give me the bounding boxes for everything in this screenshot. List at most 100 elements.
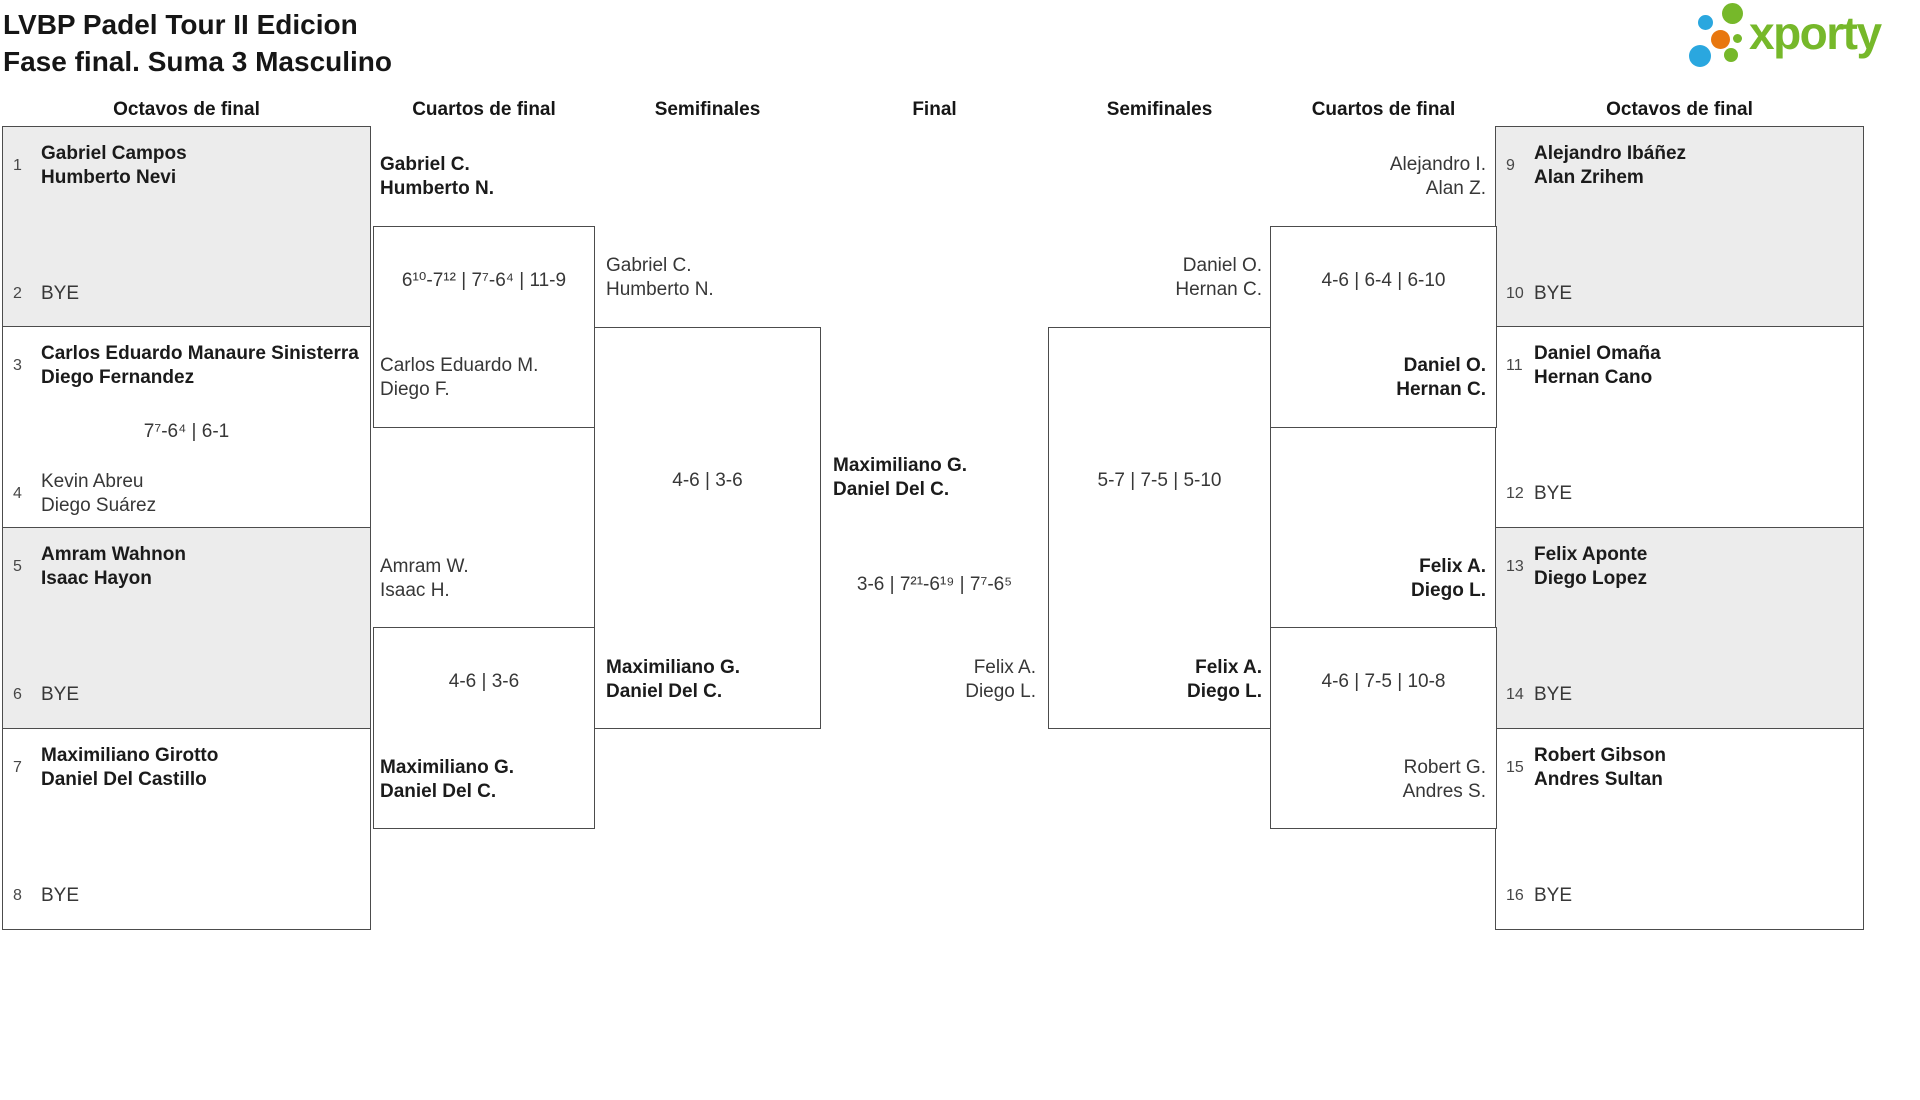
player-name: BYE	[41, 885, 80, 906]
seed-number: 1	[13, 157, 22, 174]
page-title: LVBP Padel Tour II Edicion Fase final. S…	[3, 6, 392, 80]
match-score-qf-l1: 6¹⁰-7¹² | 7⁷-6⁴ | 11-9	[401, 270, 567, 291]
xporty-logo[interactable]: xporty	[1689, 0, 1917, 78]
player-name: Amram Wahnon	[41, 544, 186, 565]
seed-number: 5	[13, 558, 22, 575]
seed-number: 6	[13, 686, 22, 703]
team-label-qf-r1-bottom: Daniel O.Hernan C.	[1396, 355, 1486, 400]
team-label-qf-l2-bottom: Maximiliano G.Daniel Del C.	[380, 757, 515, 802]
player-name: Daniel Del Castillo	[41, 769, 207, 790]
seed-number: 16	[1506, 887, 1524, 904]
player-name: Diego Suárez	[41, 495, 157, 516]
seed-number: 7	[13, 759, 22, 776]
seed-number: 8	[13, 887, 22, 904]
player-name: BYE	[1534, 483, 1573, 504]
player-name: Gabriel Campos	[41, 143, 187, 164]
logo-dot-blue-small-icon	[1698, 15, 1713, 30]
page-title-line1: LVBP Padel Tour II Edicion	[3, 9, 358, 40]
team-label-sf-r-bottom: Felix A.Diego L.	[1187, 657, 1262, 702]
player-name: Daniel Omaña	[1534, 343, 1661, 364]
team-slot-seed16: 16 BYE	[1506, 871, 1855, 921]
match-box-sf-r	[1048, 327, 1271, 729]
player-name: BYE	[1534, 684, 1573, 705]
seed-number: 15	[1506, 759, 1524, 776]
seed-number: 13	[1506, 558, 1524, 575]
player-name: Maximiliano Girotto	[41, 745, 219, 766]
match-score-sf-r: 5-7 | 7-5 | 5-10	[1097, 470, 1222, 491]
logo-dot-green-large-icon	[1722, 3, 1743, 24]
match-box-sf-l	[594, 327, 821, 729]
player-name: Isaac Hayon	[41, 568, 152, 589]
match-score-r16-l2: 7⁷-6⁴ | 6-1	[143, 421, 230, 442]
seed-number: 10	[1506, 285, 1524, 302]
logo-wordmark: xporty	[1749, 7, 1882, 59]
team-slot-seed10: 10 BYE	[1506, 269, 1855, 319]
team-slot-seed12: 12 BYE	[1506, 469, 1855, 519]
player-name: Diego Lopez	[1534, 568, 1647, 589]
player-name: BYE	[41, 283, 80, 304]
round-header-semis-right: Semifinales	[1106, 99, 1213, 120]
team-label-qf-l1-top: Gabriel C.Humberto N.	[380, 154, 494, 199]
player-name: Humberto Nevi	[41, 167, 177, 188]
team-label-qf-r2-top: Felix A.Diego L.	[1411, 556, 1486, 601]
player-name: Carlos Eduardo Manaure Sinisterra	[41, 343, 359, 364]
round-header-cuartos-left: Cuartos de final	[412, 99, 556, 120]
team-label-qf-l2-top: Amram W.Isaac H.	[380, 556, 469, 601]
logo-dot-blue-large-icon	[1689, 45, 1711, 67]
player-name: Felix Aponte	[1534, 544, 1648, 565]
match-score-sf-l: 4-6 | 3-6	[672, 470, 743, 491]
team-label-final-runnerup: Felix A.Diego L.	[965, 657, 1036, 702]
team-slot-seed14: 14 BYE	[1506, 670, 1855, 720]
logo-dot-green-small-icon	[1724, 48, 1738, 62]
match-score-final: 3-6 | 7²¹-6¹⁹ | 7⁷-6⁵	[856, 574, 1013, 595]
match-score-qf-r2: 4-6 | 7-5 | 10-8	[1321, 671, 1446, 692]
seed-number: 14	[1506, 686, 1524, 703]
match-box-qf-l2	[373, 627, 595, 829]
team-slot-seed6: 6 BYE	[13, 670, 362, 720]
round-header-cuartos-right: Cuartos de final	[1311, 99, 1456, 120]
player-name: Hernan Cano	[1534, 367, 1653, 388]
team-slot-seed2: 2 BYE	[13, 269, 362, 319]
seed-number: 3	[13, 357, 22, 374]
match-score-qf-r1: 4-6 | 6-4 | 6-10	[1321, 270, 1446, 291]
player-name: Alejandro Ibáñez	[1534, 143, 1687, 164]
seed-number: 4	[13, 485, 22, 502]
team-label-final-winner: Maximiliano G.Daniel Del C.	[833, 455, 968, 500]
team-label-sf-l-top: Gabriel C.Humberto N.	[606, 255, 714, 300]
team-label-sf-r-top: Daniel O.Hernan C.	[1175, 255, 1262, 300]
team-slot-seed8: 8 BYE	[13, 871, 362, 921]
logo-dot-green-tiny-icon	[1733, 34, 1742, 43]
seed-number: 2	[13, 285, 22, 302]
seed-number: 9	[1506, 157, 1515, 174]
team-label-qf-r2-bottom: Robert G.Andres S.	[1402, 757, 1486, 802]
match-score-qf-l2: 4-6 | 3-6	[448, 671, 520, 692]
player-name: Robert Gibson	[1534, 745, 1666, 766]
round-header-octavos-right: Octavos de final	[1606, 99, 1753, 120]
player-name: Alan Zrihem	[1534, 167, 1644, 188]
player-name: Kevin Abreu	[41, 471, 144, 492]
round-header-final: Final	[912, 99, 957, 120]
team-label-qf-r1-top: Alejandro I.Alan Z.	[1389, 154, 1486, 199]
seed-number: 12	[1506, 485, 1524, 502]
team-label-qf-l1-bottom: Carlos Eduardo M.Diego F.	[380, 355, 539, 400]
page-title-line2: Fase final. Suma 3 Masculino	[3, 46, 393, 77]
round-header-octavos-left: Octavos de final	[113, 99, 260, 120]
round-header-semis-left: Semifinales	[654, 99, 761, 120]
seed-number: 11	[1506, 357, 1523, 374]
team-label-sf-l-bottom: Maximiliano G.Daniel Del C.	[606, 657, 741, 702]
